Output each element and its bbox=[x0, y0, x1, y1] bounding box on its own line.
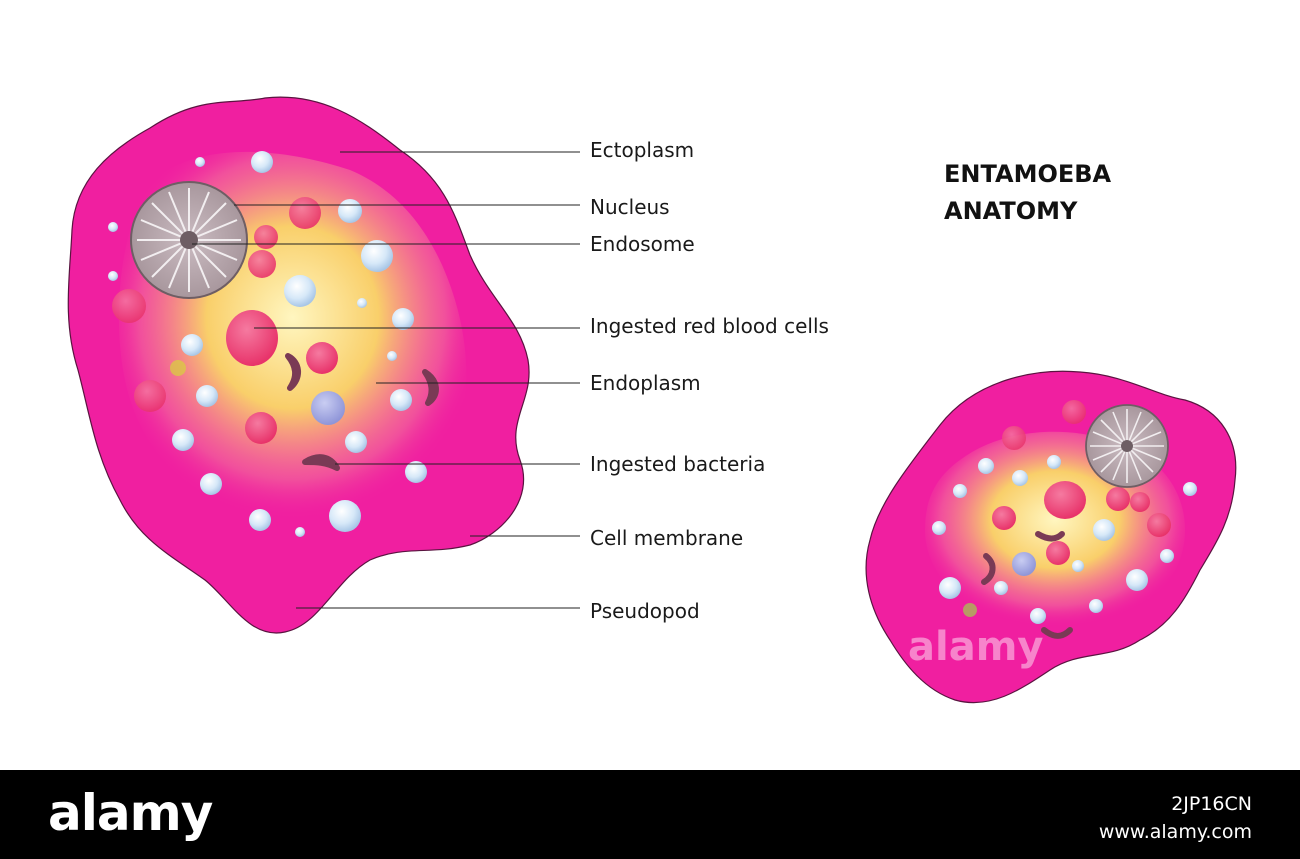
footer-image-id: 2JP16CN bbox=[1171, 793, 1252, 815]
vacuole bbox=[338, 199, 362, 223]
red-blood-cell bbox=[1002, 426, 1026, 450]
small-red-blood-cells bbox=[992, 400, 1171, 565]
vacuole bbox=[200, 473, 222, 495]
red-blood-cell bbox=[1046, 541, 1070, 565]
label-cell-membrane: Cell membrane bbox=[590, 526, 743, 550]
small-amoeba: alamy bbox=[865, 370, 1237, 704]
vacuole bbox=[1047, 455, 1061, 469]
bacterium bbox=[981, 553, 996, 585]
bacterium bbox=[285, 353, 301, 391]
vacuole bbox=[1183, 482, 1197, 496]
ingested-cell bbox=[311, 391, 345, 425]
vacuole bbox=[284, 275, 316, 307]
watermark-small-cell: alamy bbox=[908, 624, 1043, 670]
footer-brand-logo[interactable]: alamy bbox=[48, 784, 213, 842]
vacuole bbox=[196, 385, 218, 407]
vacuole bbox=[994, 581, 1008, 595]
large-food-vacuoles bbox=[108, 151, 427, 537]
red-blood-cell bbox=[1044, 481, 1086, 519]
vacuole bbox=[108, 222, 118, 232]
vacuole bbox=[329, 500, 361, 532]
vacuole bbox=[108, 271, 118, 281]
red-blood-cell bbox=[1106, 487, 1130, 511]
red-blood-cell bbox=[992, 506, 1016, 530]
large-bacteria bbox=[285, 353, 439, 471]
vacuole bbox=[361, 240, 393, 272]
bacterium bbox=[1041, 627, 1073, 639]
vacuole bbox=[390, 389, 412, 411]
vacuole bbox=[195, 157, 205, 167]
red-blood-cell bbox=[112, 289, 146, 323]
bacterium bbox=[1035, 531, 1065, 542]
bacterium bbox=[302, 454, 340, 471]
label-ectoplasm: Ectoplasm bbox=[590, 138, 694, 162]
footer-image-info: 2JP16CN www.alamy.com bbox=[1099, 790, 1252, 846]
large-red-blood-cells bbox=[112, 197, 338, 444]
labels: Ectoplasm Nucleus Endosome Ingested red … bbox=[590, 138, 829, 623]
small-endosome bbox=[1121, 440, 1133, 452]
vacuole bbox=[932, 521, 946, 535]
vacuole bbox=[387, 351, 397, 361]
footer-bar: alamy 2JP16CN www.alamy.com bbox=[0, 770, 1300, 859]
vacuole bbox=[1012, 470, 1028, 486]
ingested-cell bbox=[1012, 552, 1036, 576]
label-ingested-bacteria: Ingested bacteria bbox=[590, 452, 765, 476]
vacuole bbox=[345, 431, 367, 453]
red-blood-cell bbox=[248, 250, 276, 278]
cell-inclusion bbox=[963, 603, 977, 617]
red-blood-cell bbox=[226, 310, 278, 366]
small-bacteria bbox=[981, 531, 1073, 639]
entamoeba-diagram: Ectoplasm Nucleus Endosome Ingested red … bbox=[67, 96, 1237, 704]
red-blood-cell bbox=[306, 342, 338, 374]
vacuole bbox=[357, 298, 367, 308]
large-endosome bbox=[180, 231, 198, 249]
vacuole bbox=[405, 461, 427, 483]
vacuole bbox=[1030, 608, 1046, 624]
vacuole bbox=[181, 334, 203, 356]
title-line-1: ENTAMOEBA bbox=[944, 160, 1112, 188]
diagram-title: ENTAMOEBA ANATOMY bbox=[944, 160, 1112, 225]
vacuole bbox=[1160, 549, 1174, 563]
red-blood-cell bbox=[1147, 513, 1171, 537]
label-pseudopod: Pseudopod bbox=[590, 599, 700, 623]
label-ingested-rbc: Ingested red blood cells bbox=[590, 314, 829, 338]
bacterium bbox=[422, 369, 439, 406]
vacuole bbox=[249, 509, 271, 531]
footer-site-link[interactable]: www.alamy.com bbox=[1098, 821, 1252, 843]
vacuole bbox=[1089, 599, 1103, 613]
large-amoeba bbox=[67, 96, 530, 634]
vacuole bbox=[172, 429, 194, 451]
title-line-2: ANATOMY bbox=[944, 197, 1078, 225]
label-endoplasm: Endoplasm bbox=[590, 371, 701, 395]
vacuole bbox=[251, 151, 273, 173]
red-blood-cell bbox=[289, 197, 321, 229]
vacuole bbox=[939, 577, 961, 599]
cell-inclusion bbox=[170, 360, 186, 376]
red-blood-cell bbox=[245, 412, 277, 444]
vacuole bbox=[978, 458, 994, 474]
red-blood-cell bbox=[1130, 492, 1150, 512]
vacuole bbox=[295, 527, 305, 537]
vacuole bbox=[953, 484, 967, 498]
vacuole bbox=[1126, 569, 1148, 591]
vacuole bbox=[392, 308, 414, 330]
red-blood-cell bbox=[1062, 400, 1086, 424]
small-nucleus bbox=[1085, 404, 1169, 488]
leader-lines bbox=[192, 151, 580, 609]
label-endosome: Endosome bbox=[590, 232, 695, 256]
vacuole bbox=[1072, 560, 1084, 572]
small-food-vacuoles bbox=[932, 455, 1197, 624]
red-blood-cell bbox=[254, 225, 278, 249]
large-nucleus bbox=[130, 181, 248, 299]
red-blood-cell bbox=[134, 380, 166, 412]
vacuole bbox=[1093, 519, 1115, 541]
label-nucleus: Nucleus bbox=[590, 195, 670, 219]
